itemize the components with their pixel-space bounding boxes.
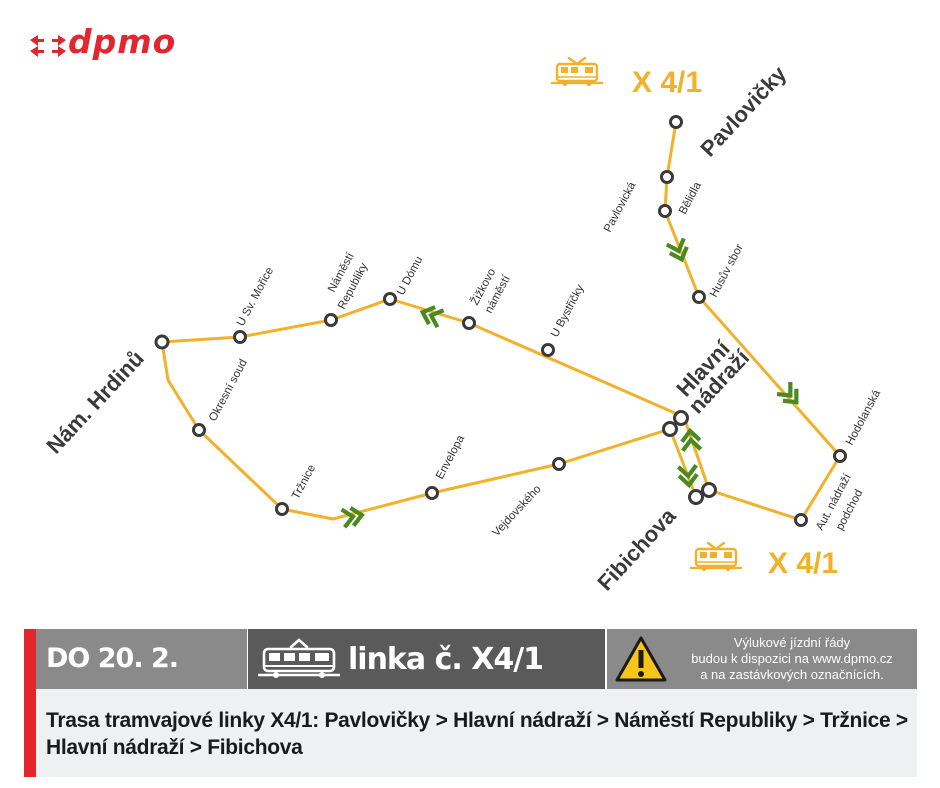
stop-fibichova-b — [688, 489, 704, 505]
notice-line-2: budou k dispozici na www.dpmo.cz — [691, 651, 893, 666]
stop-trznice — [275, 502, 289, 516]
label-vejdovskeho: Vejdovského — [490, 483, 543, 539]
label-u-bystricky: U Bystřičky — [549, 283, 587, 340]
stop-husuv-sbor — [692, 290, 706, 304]
stop-belidla — [658, 204, 672, 218]
stop-vejdovskeho — [552, 457, 566, 471]
label-envelopa: Envelopa — [434, 433, 467, 482]
stop-u-sv-morice — [233, 330, 247, 344]
label-pavlovicky: Pavlovičky — [695, 61, 791, 162]
notice-line-3: a na zastávkových označnících. — [700, 667, 884, 682]
validity-date: DO 20. 2. 2025 — [36, 629, 247, 734]
direction-arrow-icon — [681, 430, 701, 450]
route-description-panel: Trasa tramvajové linky X4/1: Pavlovičky … — [36, 689, 917, 777]
label-nam-hrdinu: Nám. Hrdinů — [41, 346, 148, 459]
route-map: Pavlovická Bělidla Husův sbor Hodolanská… — [41, 56, 883, 596]
route-lines — [160, 121, 842, 522]
terminal-top-tag: X 4/1 — [632, 66, 702, 99]
stop-hodolanska — [833, 449, 847, 463]
tram-icon — [688, 541, 744, 573]
label-hodolanska: Hodolanská — [844, 388, 883, 448]
dpmo-logo-icon — [30, 35, 66, 57]
stop-envelopa — [425, 486, 439, 500]
label-trznice: Tržnice — [290, 463, 318, 502]
direction-arrow-icon — [678, 465, 698, 485]
timetable-notice: Výlukové jízdní řády budou k dispozici n… — [607, 629, 917, 689]
stop-aut-nadrazi — [794, 513, 808, 527]
label-pavlovicka: Pavlovická — [602, 180, 639, 235]
stop-hlavni-nadrazi-b — [662, 421, 678, 437]
label-fibichova: Fibichova — [592, 503, 681, 596]
label-u-domu: U Dómu — [395, 255, 425, 298]
line-label: linka č. X4/1 — [348, 642, 544, 677]
stop-u-bystricky — [541, 343, 555, 357]
notice-line-1: Výlukové jízdní řády — [733, 635, 851, 650]
stop-fibichova-a — [701, 482, 717, 498]
stops — [154, 115, 847, 527]
terminal-bottom-tag: X 4/1 — [768, 547, 838, 580]
stop-hlavni-nadrazi-a — [673, 410, 689, 426]
terminal-bottom: X 4/1 — [688, 541, 838, 580]
info-banner: DO 20. 2. 2025 linka č. X4/1 Výlukové jí… — [24, 629, 917, 777]
stop-okresni-soud — [192, 423, 206, 437]
line-info: linka č. X4/1 — [248, 629, 605, 689]
dpmo-logo: dpmo — [30, 24, 190, 60]
banner-accent-bar — [24, 629, 36, 777]
direction-arrow-icon — [777, 382, 803, 408]
tram-icon — [258, 638, 340, 678]
route-description: Trasa tramvajové linky X4/1: Pavlovičky … — [46, 709, 908, 759]
tram-icon — [549, 56, 605, 88]
stop-nam-hrdinu — [154, 334, 170, 350]
label-okresni-soud: Okresní soud — [207, 357, 250, 423]
stop-zizkovo-namesti — [462, 316, 476, 330]
logo-text: dpmo — [68, 22, 177, 61]
terminal-top: X 4/1 — [549, 56, 702, 99]
stop-namesti-republiky — [324, 313, 338, 327]
warning-icon — [615, 636, 667, 682]
stop-u-domu — [383, 292, 397, 306]
stop-pavlovicka — [660, 170, 674, 184]
label-belidla: Bělidla — [677, 180, 704, 217]
label-husuv-sbor: Husův sbor — [708, 242, 746, 299]
label-u-sv-morice: U Sv. Mořice — [235, 265, 276, 328]
stop-pavlovicky — [669, 115, 683, 129]
